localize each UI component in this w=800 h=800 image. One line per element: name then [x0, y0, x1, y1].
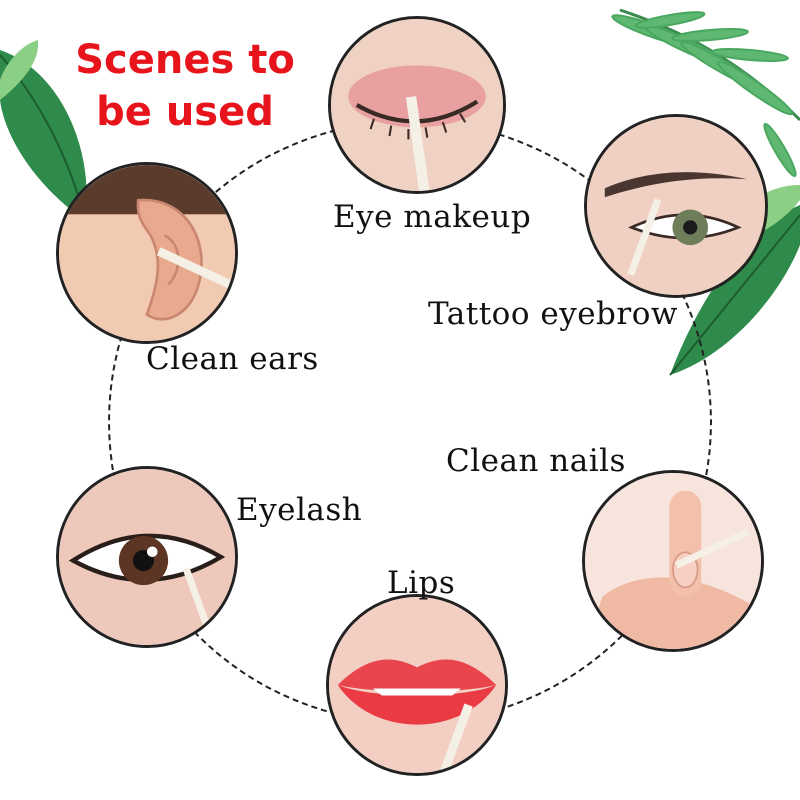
title-line-2: be used: [96, 89, 274, 135]
scene-label-lips: Lips: [387, 565, 456, 601]
title-line-1: Scenes to: [75, 37, 295, 83]
scene-label-tattoo-eyebrow: Tattoo eyebrow: [428, 296, 678, 332]
page-title: Scenes to be used: [60, 34, 310, 138]
scene-label-clean-nails: Clean nails: [446, 443, 626, 479]
scene-image-clean-nails: [582, 470, 764, 652]
scene-label-eyelash: Eyelash: [236, 492, 363, 528]
scene-image-tattoo-eyebrow: [584, 114, 768, 298]
scene-label-eye-makeup: Eye makeup: [333, 199, 532, 235]
scene-image-clean-ears: [56, 162, 238, 344]
scene-image-eyelash: [56, 466, 238, 648]
scene-label-clean-ears: Clean ears: [146, 341, 319, 377]
leaf-top-right-decoration: [611, 8, 800, 178]
scene-image-lips: [326, 594, 508, 776]
scene-image-eye-makeup: [328, 16, 506, 194]
